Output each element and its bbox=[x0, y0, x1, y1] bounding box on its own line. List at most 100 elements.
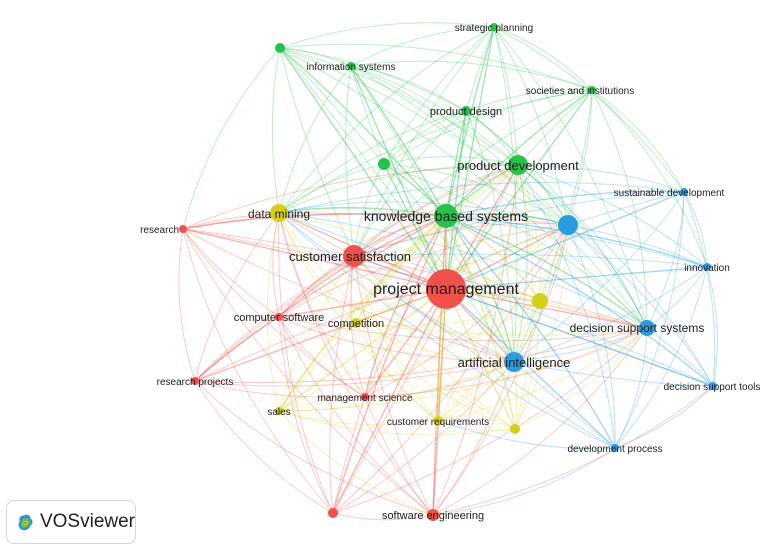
network-link bbox=[355, 224, 569, 324]
node-innovation[interactable] bbox=[703, 263, 711, 271]
network-link bbox=[350, 65, 519, 166]
network-link bbox=[278, 212, 434, 516]
network-link bbox=[353, 255, 515, 363]
network-link bbox=[194, 255, 355, 382]
network-link bbox=[445, 26, 495, 217]
network-link bbox=[278, 410, 516, 436]
node-software-engineering[interactable] bbox=[427, 509, 439, 521]
network-link bbox=[437, 420, 516, 431]
node-decision-support-systems[interactable] bbox=[639, 320, 655, 336]
node-societies-and-institutions[interactable] bbox=[588, 86, 596, 94]
network-link bbox=[353, 164, 519, 257]
network-link bbox=[350, 65, 467, 112]
node-information-systems[interactable] bbox=[347, 62, 355, 70]
network-link bbox=[278, 212, 334, 514]
network-link bbox=[432, 215, 447, 516]
network-link bbox=[353, 222, 569, 257]
network-link bbox=[278, 65, 352, 214]
network-link bbox=[353, 253, 708, 268]
network-link bbox=[493, 26, 648, 329]
network-link bbox=[278, 288, 447, 412]
network-link bbox=[279, 47, 447, 290]
network-link bbox=[350, 65, 447, 217]
node-data-mining[interactable] bbox=[270, 204, 288, 222]
network-link bbox=[465, 110, 648, 329]
network-link bbox=[383, 110, 467, 165]
node-unlabeled-green-1[interactable] bbox=[275, 43, 285, 53]
node-artificial-intelligence[interactable] bbox=[504, 352, 524, 372]
network-link bbox=[278, 316, 366, 398]
node-development-process[interactable] bbox=[611, 444, 619, 452]
node-decision-support-tools[interactable] bbox=[709, 382, 717, 390]
node-knowledge-based-systems[interactable] bbox=[434, 204, 458, 228]
network-link bbox=[591, 89, 708, 268]
network-link bbox=[445, 288, 648, 329]
network-link bbox=[445, 288, 714, 387]
network-link bbox=[194, 327, 648, 384]
node-product-design[interactable] bbox=[461, 106, 471, 116]
vosviewer-badge: VOSviewer bbox=[6, 500, 136, 544]
network-link bbox=[567, 89, 593, 226]
network-link bbox=[355, 322, 515, 363]
node-product-development[interactable] bbox=[508, 155, 528, 175]
network-link bbox=[437, 164, 519, 422]
node-customer-satisfaction[interactable] bbox=[343, 245, 365, 267]
node-strategic-planning[interactable] bbox=[490, 23, 498, 31]
network-link bbox=[182, 228, 515, 363]
network-link bbox=[432, 164, 519, 516]
node-management-science[interactable] bbox=[361, 393, 369, 401]
network-link bbox=[278, 163, 385, 214]
network-link bbox=[278, 212, 714, 387]
network-link bbox=[182, 228, 434, 516]
network-link bbox=[278, 212, 516, 430]
network-link bbox=[178, 228, 196, 382]
node-unlabeled-green-2[interactable] bbox=[378, 158, 390, 170]
label-competition: competition bbox=[328, 318, 384, 330]
network-link bbox=[350, 60, 593, 91]
network-link bbox=[683, 191, 708, 268]
node-sales[interactable] bbox=[275, 407, 283, 415]
node-computer-software[interactable] bbox=[275, 313, 283, 321]
network-link bbox=[383, 163, 569, 226]
network-link bbox=[432, 361, 515, 516]
network-link bbox=[182, 47, 281, 230]
node-research[interactable] bbox=[179, 225, 187, 233]
node-research-projects[interactable] bbox=[191, 377, 199, 385]
node-sustainable-development[interactable] bbox=[680, 188, 688, 196]
network-link bbox=[194, 316, 280, 382]
network-link bbox=[278, 288, 447, 318]
node-customer-requirements[interactable] bbox=[433, 416, 443, 426]
label-product-development: product development bbox=[457, 158, 579, 173]
network-link bbox=[383, 26, 495, 165]
node-unlabeled-yellow-1[interactable] bbox=[532, 293, 548, 309]
network-link bbox=[278, 212, 515, 363]
network-link bbox=[278, 207, 447, 217]
network-link bbox=[383, 163, 515, 363]
label-product-design: product design bbox=[430, 106, 502, 118]
node-project-management[interactable] bbox=[426, 269, 466, 309]
node-unlabeled-red[interactable] bbox=[328, 508, 338, 518]
network-link bbox=[383, 163, 648, 329]
network-link bbox=[517, 164, 648, 329]
network-link bbox=[332, 512, 434, 521]
network-link bbox=[332, 164, 519, 514]
network-link bbox=[194, 380, 434, 516]
network-link bbox=[350, 26, 495, 67]
network-link bbox=[278, 255, 355, 412]
network-link bbox=[278, 410, 439, 426]
node-competition[interactable] bbox=[351, 318, 361, 328]
network-link bbox=[279, 47, 355, 257]
network-link bbox=[465, 89, 593, 112]
network-link bbox=[194, 164, 519, 382]
network-link bbox=[278, 316, 434, 516]
vosviewer-logo-icon bbox=[18, 514, 33, 531]
node-unlabeled-blue[interactable] bbox=[558, 215, 578, 235]
node-unlabeled-yellow-2[interactable] bbox=[510, 424, 520, 434]
network-link bbox=[432, 224, 569, 516]
label-sustainable-development: sustainable development bbox=[614, 188, 725, 199]
network-link bbox=[437, 300, 541, 422]
network-link bbox=[278, 410, 434, 516]
network-link bbox=[182, 212, 280, 230]
